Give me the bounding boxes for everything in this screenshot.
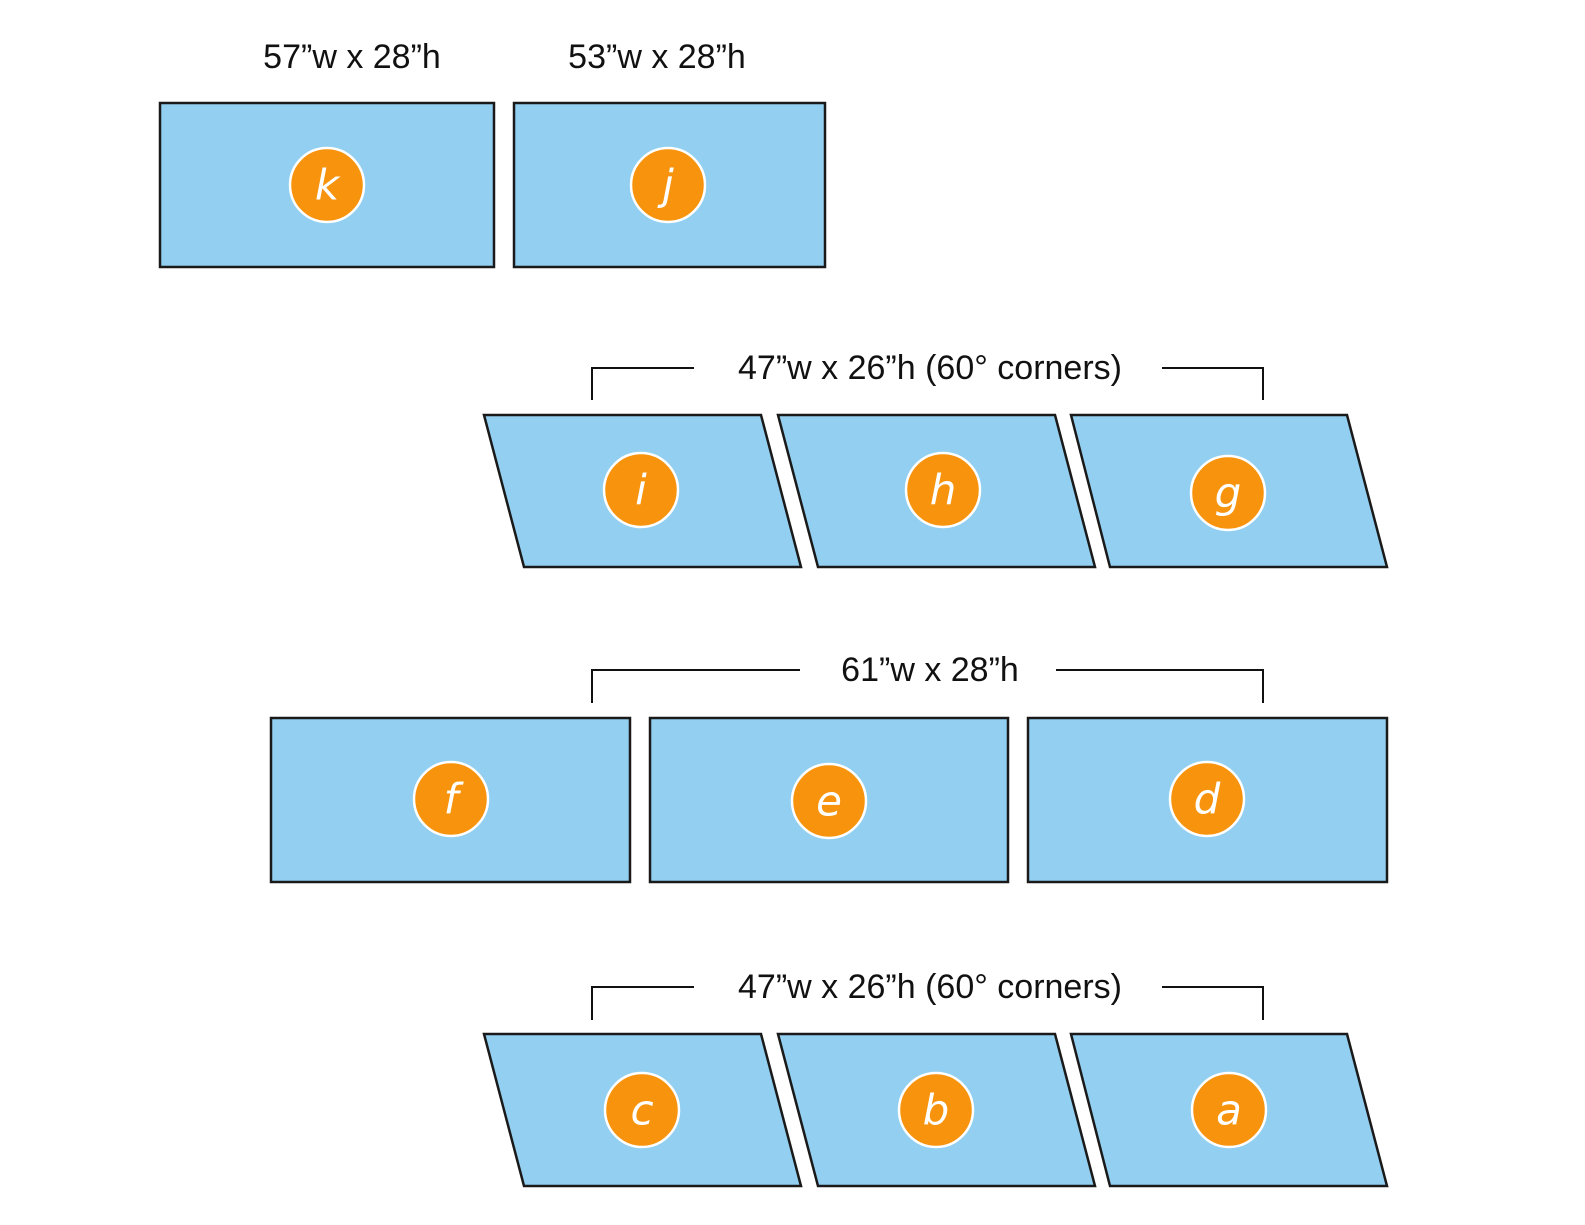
panel-letter-c: c: [630, 1086, 653, 1135]
panel-letter-g: g: [1215, 469, 1242, 518]
panel-i: i: [482, 413, 803, 569]
panel-k: k: [158, 101, 496, 269]
panel-h: h: [776, 413, 1097, 569]
panel-letter-d: d: [1194, 775, 1221, 824]
panel-letter-k: k: [315, 161, 341, 210]
dimension-bracket-row2: [591, 367, 1264, 400]
panel-badge-b: [897, 1071, 975, 1149]
panel-badge-c: [603, 1071, 681, 1149]
panel-f: f: [269, 716, 632, 884]
panel-badge-e: [790, 762, 868, 840]
dimension-bracket-row3: [591, 669, 1264, 703]
panel-c: c: [482, 1032, 803, 1188]
panel-letter-h: h: [930, 466, 957, 515]
panel-badge-j: [629, 146, 707, 224]
panel-badge-i: [602, 451, 680, 529]
panel-badge-f: [412, 760, 490, 838]
panel-letter-e: e: [816, 777, 842, 826]
panel-j: j: [512, 101, 827, 269]
panel-letter-b: b: [923, 1086, 950, 1135]
panel-g: g: [1069, 413, 1389, 569]
panel-badge-d: [1168, 760, 1246, 838]
panel-letter-j: j: [657, 161, 674, 210]
dimension-label-k: 57”w x 28”h: [263, 38, 441, 76]
panel-letter-a: a: [1216, 1086, 1242, 1135]
panel-badge-k: [288, 146, 366, 224]
dimension-label-row2: 47”w x 26”h (60° corners): [738, 349, 1122, 387]
panel-letter-i: i: [635, 466, 647, 515]
dimension-label-row4: 47”w x 26”h (60° corners): [738, 968, 1122, 1006]
panel-e: e: [648, 716, 1010, 884]
panel-d: d: [1026, 716, 1389, 884]
dimension-label-j: 53”w x 28”h: [568, 38, 746, 76]
panel-b: b: [776, 1032, 1097, 1188]
panel-a: a: [1069, 1032, 1389, 1188]
panel-badge-g: [1189, 454, 1267, 532]
panel-badge-a: [1190, 1071, 1268, 1149]
dimension-label-row3: 61”w x 28”h: [841, 651, 1019, 689]
dimension-bracket-row4: [591, 986, 1264, 1020]
panel-badge-h: [904, 451, 982, 529]
